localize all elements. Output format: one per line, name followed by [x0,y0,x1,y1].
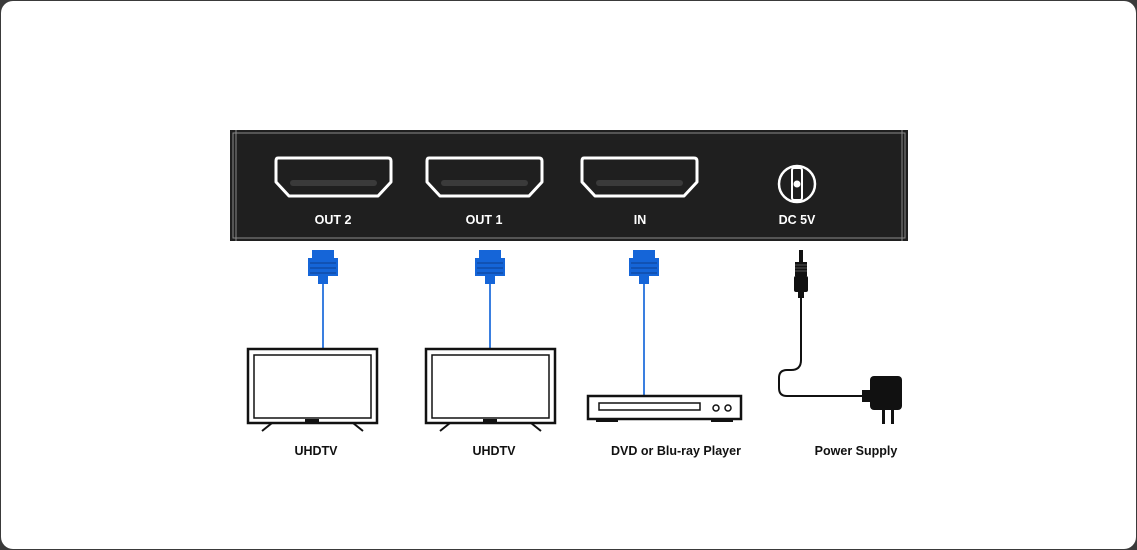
hdmi-port-icon [425,156,544,198]
port-label-out2: OUT 2 [315,213,352,227]
device-label-uhdtv-2: UHDTV [472,444,516,458]
hdmi-port-icon [580,156,699,198]
device-label-power-supply: Power Supply [815,444,898,458]
dc-power-jack-icon [777,164,817,204]
dc-power-cable [778,250,866,397]
tv-icon [246,347,379,432]
tv-icon [424,347,557,432]
port-label-dc5v: DC 5V [779,213,816,227]
device-label-uhdtv-1: UHDTV [294,444,338,458]
hdmi-cable-out2 [308,250,338,350]
hdmi-port-icon [274,156,393,198]
port-label-out1: OUT 1 [466,213,503,227]
hdmi-cable-out1 [475,250,505,350]
hdmi-cable-in [629,250,659,396]
port-label-in: IN [634,213,647,227]
device-label-dvd-player: DVD or Blu-ray Player [611,444,741,458]
dvd-player-icon [586,394,743,422]
power-adapter-icon [862,376,902,424]
